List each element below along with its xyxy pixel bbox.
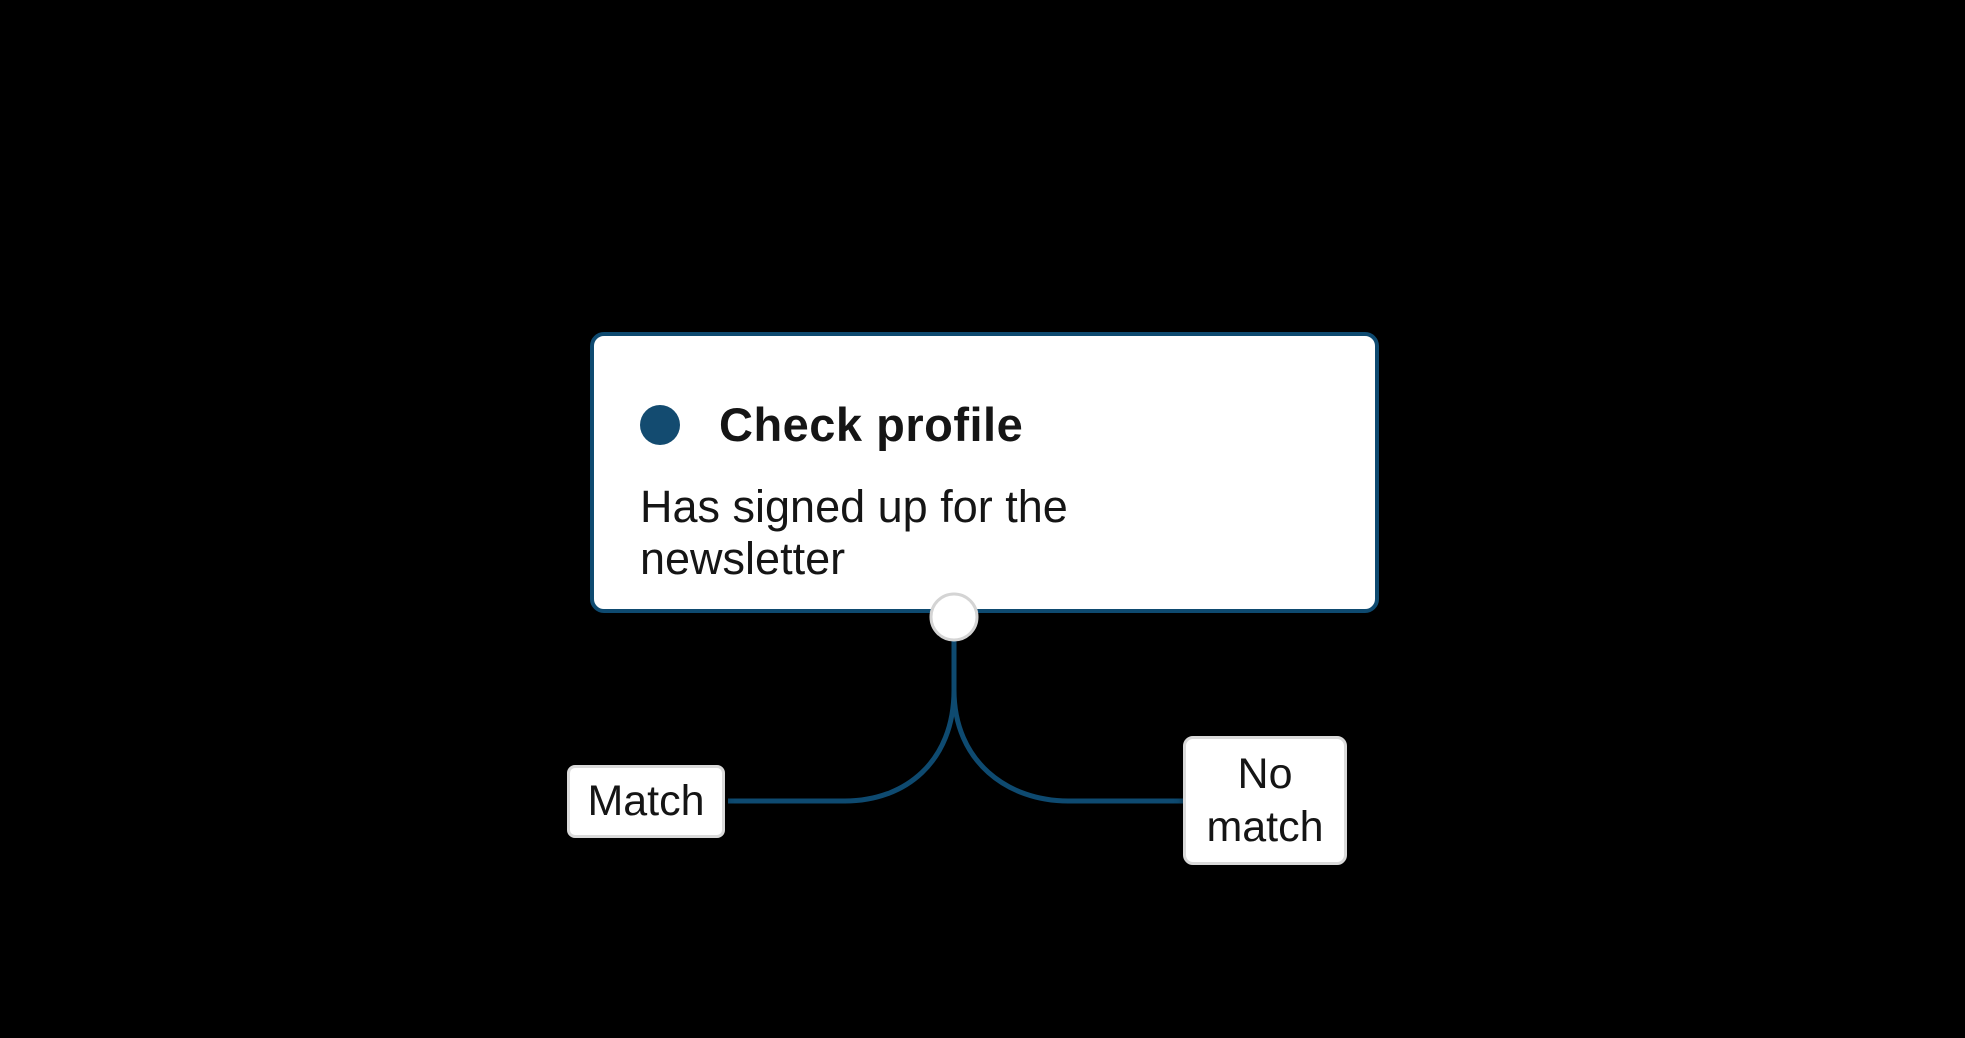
branch-label-match-text: Match [587,777,705,825]
branch-label-match[interactable]: Match [567,765,725,838]
condition-circle-icon [640,404,680,445]
edge-no-match [951,640,1186,804]
branch-label-no-match-text: No match [1206,749,1324,851]
edge-match [728,640,957,804]
node-check-profile[interactable]: Check profile Has signed up for the news… [590,332,1379,613]
node-title: Check profile [719,398,1024,451]
node-header: Check profile [640,400,1327,449]
branch-label-no-match[interactable]: No match [1183,736,1347,865]
node-description: Has signed up for the newsletter [640,481,1068,585]
